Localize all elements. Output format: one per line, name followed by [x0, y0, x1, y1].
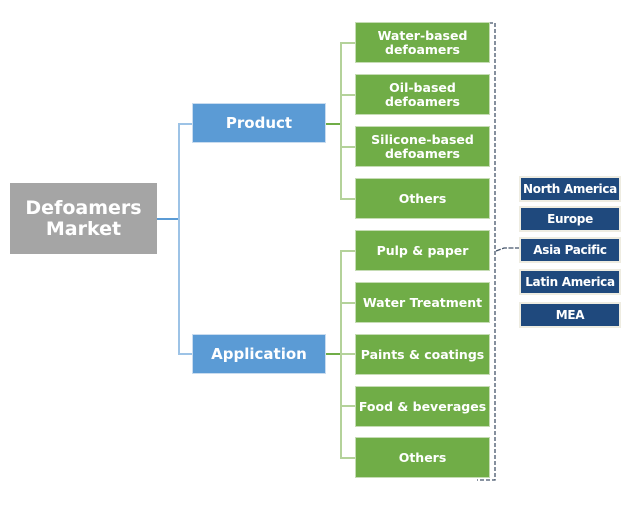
region-label: Asia Pacific	[533, 243, 607, 257]
leaf-label: Pulp & paper	[376, 242, 469, 258]
application-leaf-branch	[340, 353, 355, 355]
application-leaf-branch	[340, 457, 355, 459]
category-trunk	[178, 123, 180, 355]
leaf-label: Food & beverages	[358, 398, 487, 414]
leaf-pulp-paper: Pulp & paper	[355, 230, 490, 271]
leaf-label: Water-based	[377, 27, 468, 43]
region-mea: MEA	[519, 302, 621, 328]
product-connector	[326, 123, 341, 125]
application-connector	[326, 353, 341, 355]
application-branch	[178, 353, 192, 355]
leaf-label: Paints & coatings	[360, 346, 485, 362]
region-asia-pacific: Asia Pacific	[519, 237, 621, 263]
product-branch	[178, 123, 192, 125]
category-product: Product	[192, 103, 326, 143]
leaf-label: Others	[398, 449, 447, 465]
leaf-label: defoamers	[384, 145, 460, 161]
leaf-label: defoamers	[385, 93, 460, 109]
region-europe: Europe	[519, 206, 621, 232]
category-label: Application	[211, 345, 307, 363]
leaf-label: Water Treatment	[362, 294, 483, 310]
leaf-label: Silicone-based	[371, 131, 474, 147]
root-node: Defoamers Market	[10, 183, 157, 254]
region-label: North America	[523, 182, 617, 196]
bracket-pointer	[495, 247, 519, 252]
region-north-america: North America	[519, 176, 621, 202]
leaf-label: Oil-based	[389, 79, 456, 95]
region-label: Latin America	[525, 275, 615, 289]
category-label: Product	[225, 114, 293, 132]
application-leaf-branch	[340, 250, 355, 252]
region-label: MEA	[555, 308, 585, 322]
region-label: Europe	[547, 212, 593, 226]
leaf-label: Others	[398, 190, 447, 206]
product-trunk	[340, 42, 342, 199]
leaf-food-beverages: Food & beverages	[355, 386, 490, 427]
root-label-line2: Market	[45, 217, 122, 240]
product-leaf-branch	[340, 146, 355, 148]
product-leaf-branch	[340, 42, 355, 44]
root-label-line1: Defoamers	[25, 196, 142, 219]
region-latin-america: Latin America	[519, 269, 621, 295]
product-leaf-branch	[340, 94, 355, 96]
leaf-application-others: Others	[355, 437, 490, 478]
leaf-paints-coatings: Paints & coatings	[355, 334, 490, 375]
leaf-product-others: Others	[355, 178, 490, 219]
application-leaf-branch	[340, 302, 355, 304]
leaf-label: defoamers	[385, 41, 460, 57]
category-application: Application	[192, 334, 326, 374]
leaf-water-treatment: Water Treatment	[355, 282, 490, 323]
application-leaf-branch	[340, 405, 355, 407]
root-connector	[157, 218, 179, 220]
product-leaf-branch	[340, 198, 355, 200]
